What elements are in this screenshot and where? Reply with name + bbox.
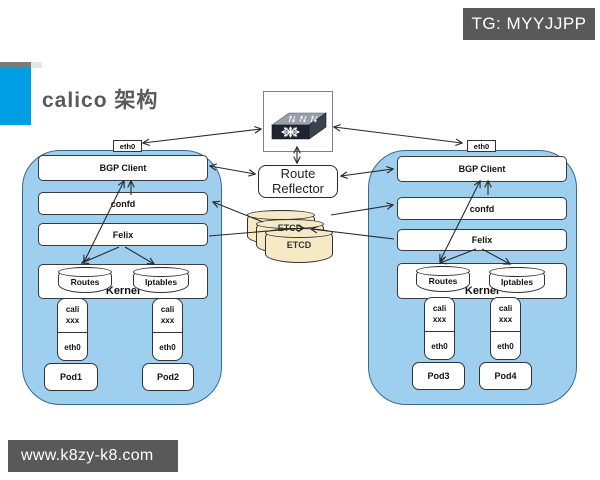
arrow-eth0left-switch <box>143 129 261 143</box>
title-accent-square <box>0 68 31 125</box>
pod2-box: Pod2 <box>142 363 194 391</box>
route-reflector-label: Route Reflector <box>271 165 325 196</box>
node-left-iptables-cylinder: Iptables <box>133 267 189 293</box>
node-right-bgp-client: BGP Client <box>397 156 567 182</box>
node-left-routes-cylinder: Routes <box>58 267 112 293</box>
title-strip-dark <box>0 62 31 68</box>
pod1-box: Pod1 <box>44 363 98 391</box>
node-left-veth-2: cali xxx eth0 <box>152 298 183 361</box>
telegram-badge: TG: MYYJJPP <box>463 8 595 40</box>
node-left: eth0 BGP Client confd Felix Kernel Route… <box>22 140 222 405</box>
node-right-confd: confd <box>397 197 567 220</box>
etcd-label-mid: ETCD <box>277 223 303 233</box>
page-title: calico 架构 <box>42 89 159 112</box>
etcd-label-front: ETCD <box>286 240 312 250</box>
veth-cali-line1: cali <box>160 304 175 314</box>
node-left-routes-label: Routes <box>70 277 100 287</box>
veth-cali-line2: xxx <box>160 315 175 325</box>
node-right-uplink-eth0: eth0 <box>467 140 496 152</box>
node-right-veth-2-cali: cali xxx <box>491 298 520 332</box>
pod3-box: Pod3 <box>412 362 465 390</box>
node-left-bgp-client: BGP Client <box>38 155 208 181</box>
route-reflector-box: Route Reflector <box>258 165 338 198</box>
node-right-felix: Felix <box>397 229 567 251</box>
title-strip-light <box>31 62 42 68</box>
veth-cali-line2: xxx <box>432 314 447 324</box>
node-right-veth-2: cali xxx eth0 <box>490 297 521 360</box>
arrow-eth0right-switch <box>334 127 462 143</box>
node-right-veth-1-cali: cali xxx <box>425 298 454 332</box>
node-right-veth-1-eth0: eth0 <box>431 342 448 351</box>
node-right-routes-label: Routes <box>428 276 458 286</box>
network-switch <box>263 91 333 152</box>
etcd-cylinder-front: ETCD <box>265 228 333 263</box>
node-left-felix: Felix <box>38 223 208 246</box>
node-left-veth-2-cali: cali xxx <box>153 299 182 333</box>
node-left-iptables-label: Iptables <box>144 277 178 287</box>
node-right-iptables-cylinder: Iptables <box>489 267 545 293</box>
node-left-kernel-label: Kernel <box>105 285 141 297</box>
node-left-veth-1-eth0: eth0 <box>64 343 81 352</box>
veth-cali-line1: cali <box>65 304 80 314</box>
node-right-veth-2-eth0: eth0 <box>497 342 514 351</box>
node-left-veth-2-eth0: eth0 <box>159 343 176 352</box>
node-right: eth0 BGP Client confd Felix Kernel Route… <box>368 140 577 405</box>
watermark-bar: www.k8zy-k8.com <box>8 440 178 472</box>
node-right-kernel-label: Kernel <box>464 285 500 297</box>
pod4-box: Pod4 <box>479 362 532 390</box>
node-right-routes-cylinder: Routes <box>416 266 470 292</box>
veth-cali-line1: cali <box>432 303 447 313</box>
veth-cali-line1: cali <box>498 303 513 313</box>
node-left-veth-1-cali: cali xxx <box>58 299 87 333</box>
node-left-uplink-eth0: eth0 <box>113 140 142 152</box>
node-right-veth-1: cali xxx eth0 <box>424 297 455 360</box>
node-left-confd: confd <box>38 192 208 215</box>
veth-cali-line2: xxx <box>65 315 80 325</box>
node-left-veth-1: cali xxx eth0 <box>57 298 88 361</box>
node-right-iptables-label: Iptables <box>500 277 534 287</box>
network-switch-icon <box>271 112 327 140</box>
veth-cali-line2: xxx <box>498 314 513 324</box>
